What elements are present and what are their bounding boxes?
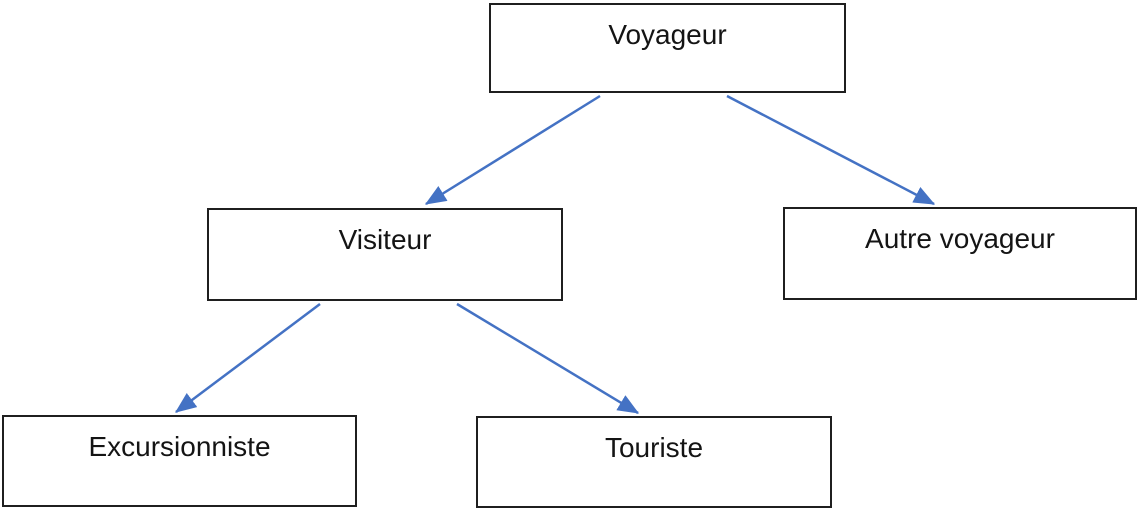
node-autre-voyageur: Autre voyageur [783,207,1137,300]
node-excursionniste: Excursionniste [2,415,357,507]
arrow-visiteur-to-excursionniste [175,303,321,413]
arrow-voyageur-to-autre-voyageur [726,94,936,206]
node-autre-voyageur-label: Autre voyageur [865,223,1055,254]
node-touriste-label: Touriste [604,432,704,463]
node-visiteur-label: Visiteur [338,224,432,255]
node-touriste: Touriste [476,416,832,508]
arrow-voyageur-to-visiteur [424,94,601,206]
node-excursionniste-label: Excursionniste [88,431,271,462]
arrow-visiteur-to-touriste [456,302,640,415]
node-voyageur: Voyageur [489,3,846,93]
node-voyageur-label: Voyageur [608,19,727,50]
node-visiteur: Visiteur [207,208,563,301]
